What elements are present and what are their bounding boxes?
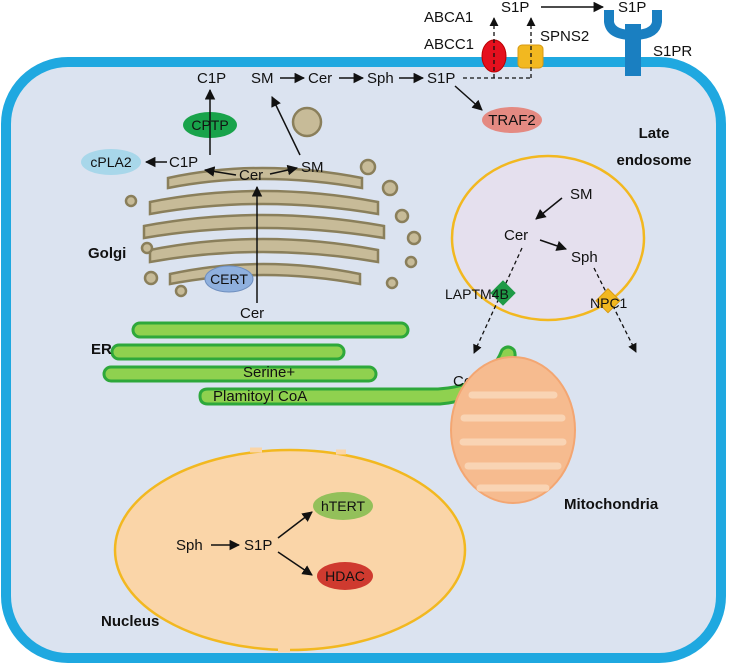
serine-label: Serine+ xyxy=(243,364,295,381)
cer-to-sm-golgi-arrow xyxy=(269,164,299,176)
npc1-label: NPC1 xyxy=(590,295,628,311)
htert-protein xyxy=(313,492,373,520)
sm-golgi-label: SM xyxy=(301,159,324,176)
abcc1-label: ABCC1 xyxy=(424,36,474,53)
s1p-top-label: S1P xyxy=(427,70,455,87)
sm-top-label: SM xyxy=(251,70,274,87)
cpla2-label: cPLA2 xyxy=(90,154,131,170)
late-endosome-label-line2: endosome xyxy=(616,152,691,169)
s1p-exported-label: S1P xyxy=(501,0,529,16)
cer-endosome-label: Cer xyxy=(504,227,528,244)
laptm4b-transporter-icon xyxy=(490,280,516,306)
s1p-to-hdac-arrow xyxy=(277,551,313,576)
s1p-to-traf2-arrow xyxy=(454,85,483,111)
golgi-label: Golgi xyxy=(88,245,126,262)
cer-to-c1p-arrow xyxy=(203,166,237,177)
nucleus xyxy=(113,448,467,652)
s1pr-receptor-icon xyxy=(604,10,662,76)
late-endosome xyxy=(450,154,646,322)
sph-export-dashed-arrow xyxy=(593,267,637,353)
cert-label: CERT xyxy=(210,271,248,287)
palmitoyl-coa-label: Plamitoyl CoA xyxy=(213,388,307,405)
c1p-top-label: C1P xyxy=(197,70,226,87)
traf2-protein xyxy=(482,107,542,133)
c1p-golgi-label: C1P xyxy=(169,154,198,171)
htert-label: hTERT xyxy=(321,498,366,514)
hdac-protein xyxy=(317,562,373,590)
spns2-label: SPNS2 xyxy=(540,28,589,45)
sph-endosome-label: Sph xyxy=(571,249,598,266)
mitochondria xyxy=(450,356,576,504)
sm-to-vesicle-arrow xyxy=(271,96,301,156)
cer-er-label: Cer xyxy=(240,305,264,322)
cpla2-protein xyxy=(81,149,141,175)
er-label: ER xyxy=(91,341,112,358)
cer-top-label: Cer xyxy=(308,70,332,87)
mitochondria-label: Mitochondria xyxy=(564,496,659,513)
cert-protein xyxy=(204,265,254,293)
s1p-to-htert-arrow xyxy=(277,511,313,539)
cer-to-sph-endosome-arrow xyxy=(539,239,567,251)
traf2-label: TRAF2 xyxy=(488,112,536,129)
nucleus-label: Nucleus xyxy=(101,613,159,630)
abca1-label: ABCA1 xyxy=(424,9,473,26)
sm-endosome-label: SM xyxy=(570,186,593,203)
npc1-transporter-icon xyxy=(595,287,621,314)
sph-top-label: Sph xyxy=(367,70,394,87)
laptm4b-label: LAPTM4B xyxy=(445,286,509,302)
hdac-label: HDAC xyxy=(325,568,365,584)
late-endosome-label-line1: Late xyxy=(639,125,670,142)
cer-golgi-label: Cer xyxy=(239,167,263,184)
s1p-ligand-label: S1P xyxy=(618,0,646,16)
s1p-nucleus-label: S1P xyxy=(244,537,272,554)
sph-nucleus-label: Sph xyxy=(176,537,203,554)
sm-to-cer-endosome-arrow xyxy=(535,197,563,220)
s1pr-label: S1PR xyxy=(653,43,692,60)
